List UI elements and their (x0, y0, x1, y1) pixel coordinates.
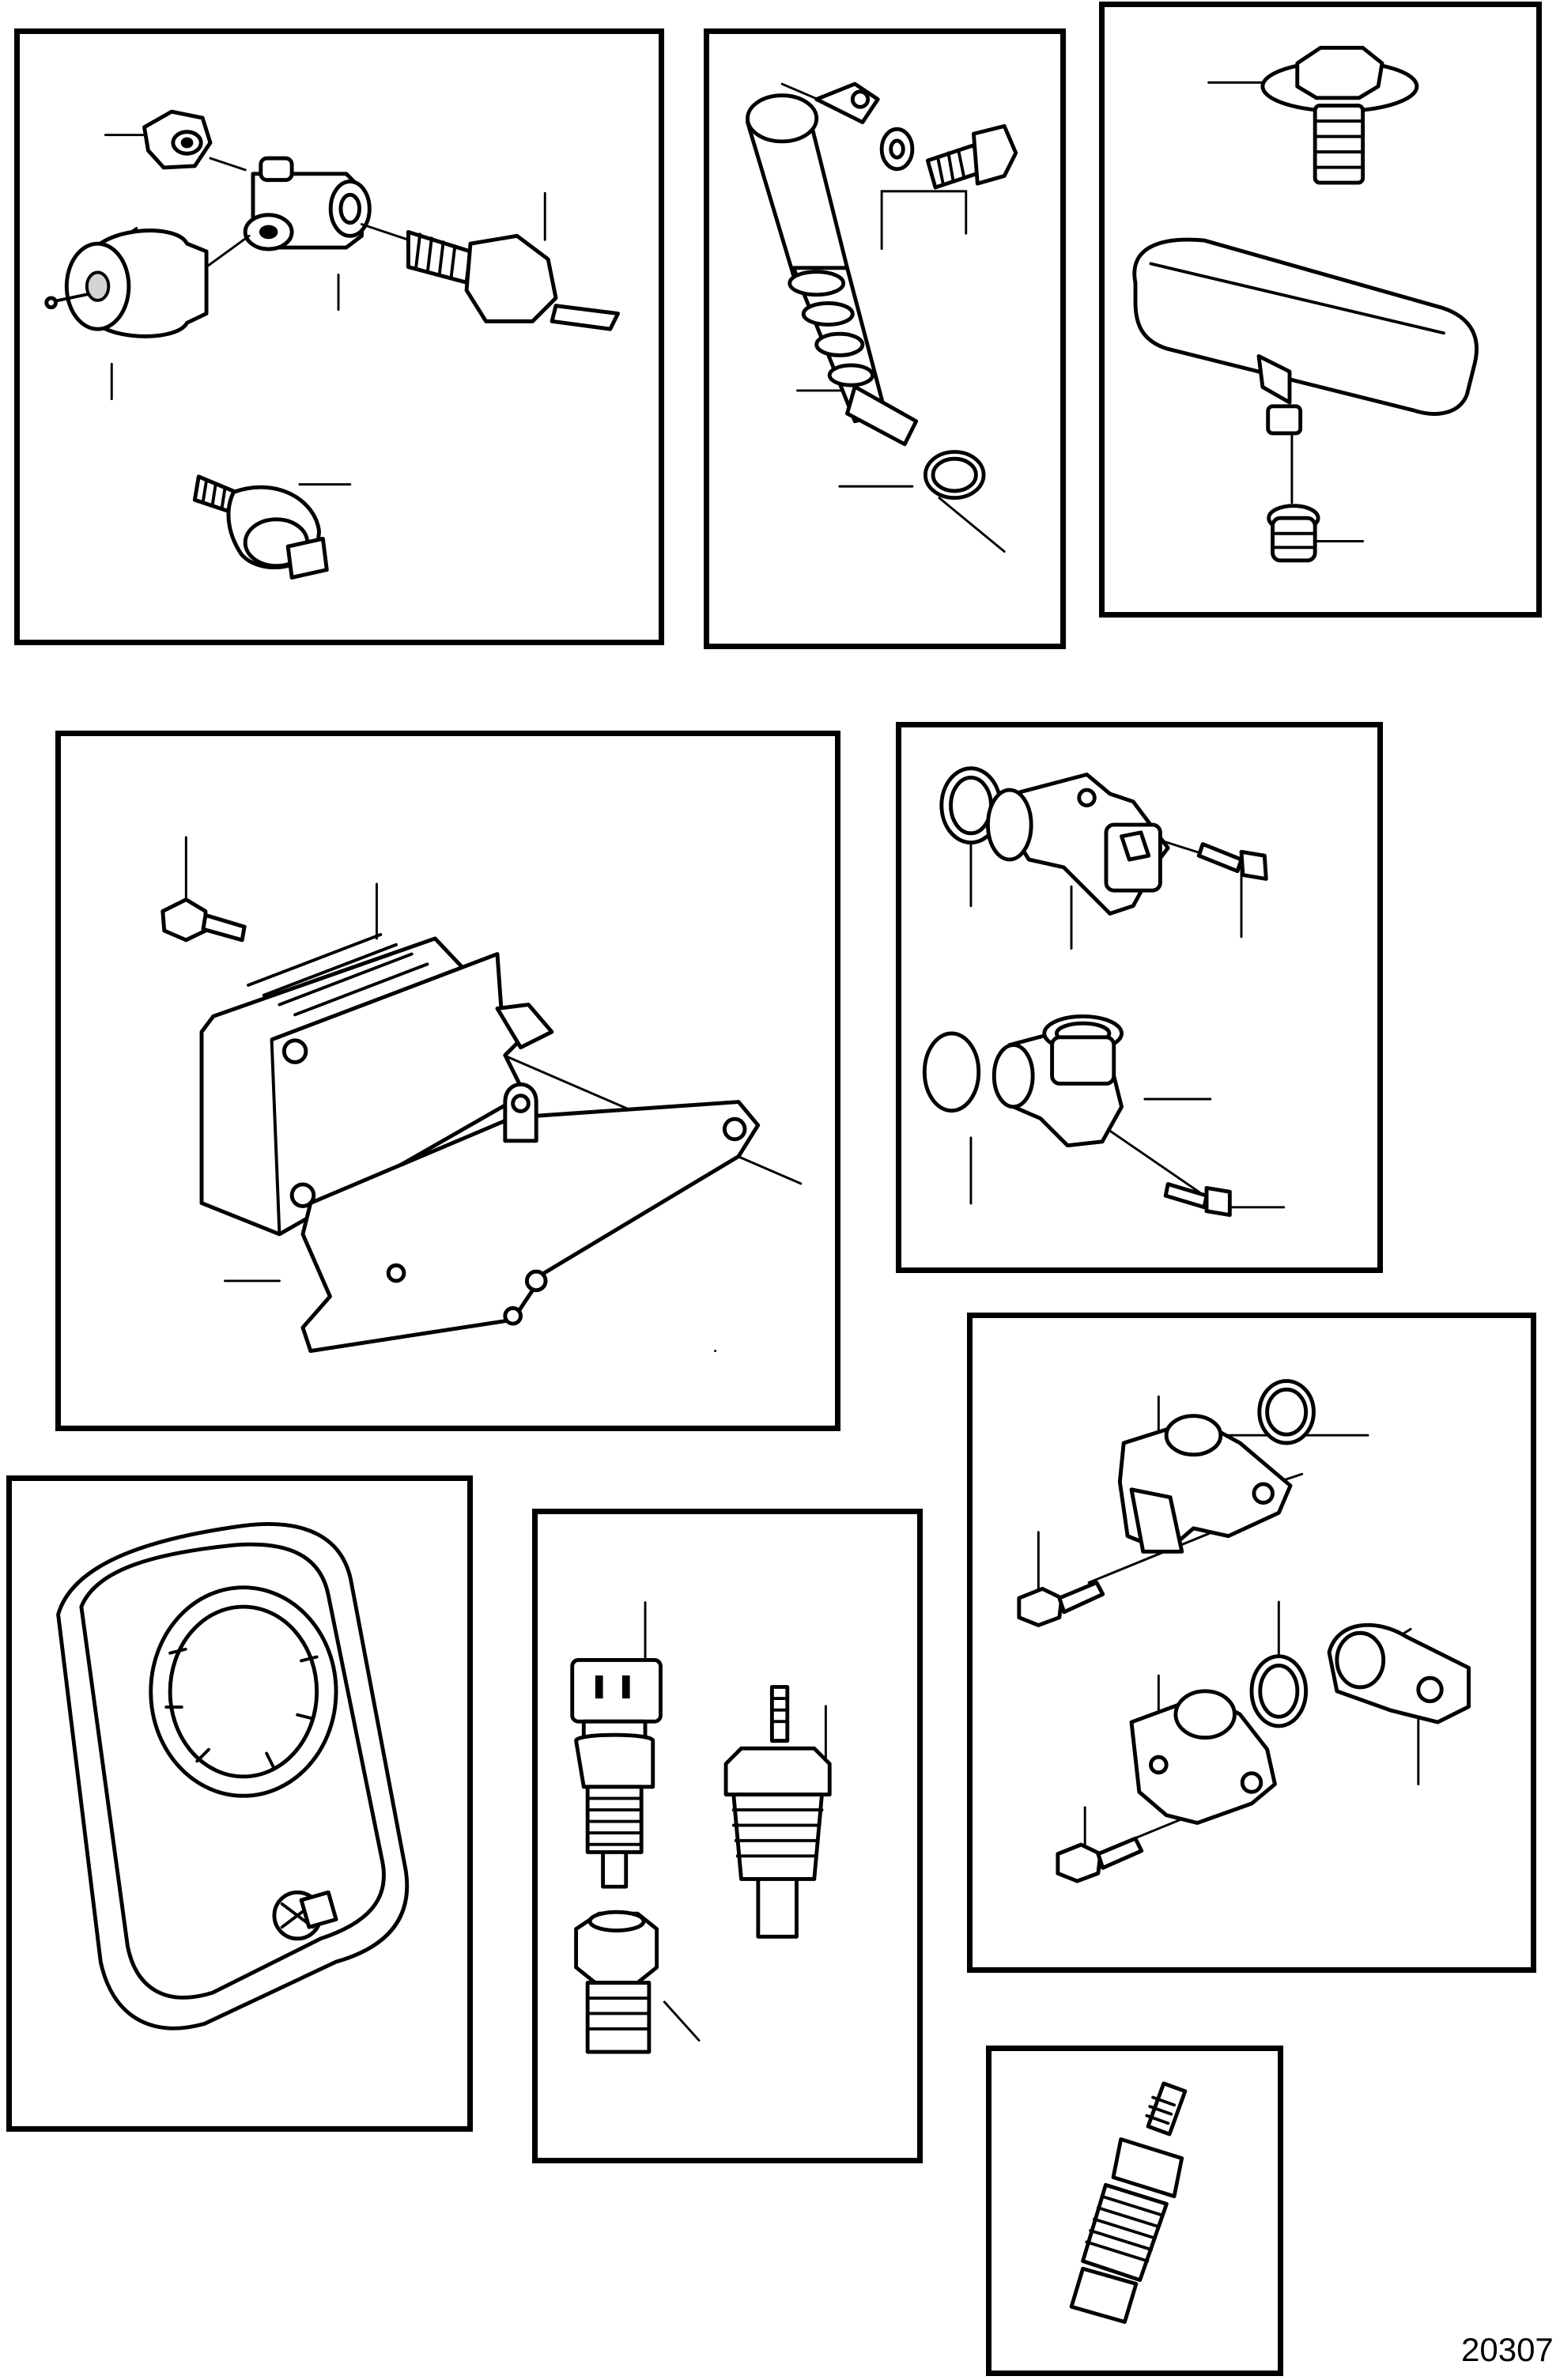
pressure-sender-canister (44, 229, 209, 338)
tee-fitting (243, 156, 372, 251)
lower-cam-sensor (1129, 1689, 1277, 1825)
pressure-sensor-drawing (44, 109, 621, 580)
upper-screw (1196, 842, 1268, 881)
figure-number: 20307 (1461, 2331, 1554, 2368)
screw (161, 897, 247, 943)
spacer-plate (1327, 1623, 1471, 1725)
lower-position-sensor (992, 1014, 1124, 1148)
lower-screw (1163, 1182, 1232, 1218)
map-sensor-drawing (1132, 46, 1479, 563)
spark-plug (1069, 2081, 1188, 2324)
connector-temperature-sender (570, 1658, 663, 1889)
panel-camshaft-sensors (967, 1313, 1536, 1973)
control-module (199, 933, 554, 1237)
upper-o-ring (1257, 1379, 1316, 1445)
panel-air-filter (6, 1475, 473, 2132)
upper-cam-sensor (1117, 1414, 1293, 1554)
bracket (300, 1082, 761, 1353)
panel-control-module-bracket (55, 731, 840, 1431)
panel-position-sensors (896, 722, 1383, 1273)
air-filter-drawing (56, 1522, 410, 2031)
map-sensor-body (1132, 237, 1479, 436)
cap-nut (142, 109, 213, 170)
camshaft-sensors-drawing (1017, 1379, 1471, 1883)
adapter-fitting (574, 1910, 659, 2054)
oil-pressure-switch (192, 474, 329, 580)
panel-temperature-senders (532, 1509, 923, 2163)
washer (879, 127, 915, 172)
level-sensor-drawing (746, 81, 1018, 553)
lower-o-ring (922, 1031, 981, 1113)
panel-spark-plug (986, 2046, 1283, 2376)
o-ring (923, 450, 986, 501)
mounting-bolt (925, 124, 1018, 190)
air-filter-housing (56, 1522, 410, 2031)
temperature-senders-drawing (570, 1601, 832, 2054)
panel-level-sensor (704, 28, 1066, 649)
upper-position-sensor (986, 773, 1170, 916)
drain-valve (272, 1890, 338, 1941)
control-module-drawing (161, 836, 803, 1353)
level-sensor-body (746, 81, 919, 447)
position-sensors-drawing (922, 766, 1286, 1218)
grommet (1267, 504, 1320, 563)
single-pin-temperature-sender (723, 1685, 832, 1939)
spark-plug-drawing (1069, 2081, 1188, 2324)
upper-o-ring (939, 766, 1003, 844)
lower-o-ring (1249, 1654, 1309, 1728)
panel-pressure-sensor-assembly (14, 28, 664, 645)
panel-map-sensor (1099, 2, 1542, 618)
lower-bolt (1056, 1836, 1144, 1883)
flange-bolt (1260, 46, 1419, 185)
upper-bolt (1017, 1581, 1105, 1627)
pressure-switch (361, 223, 621, 331)
